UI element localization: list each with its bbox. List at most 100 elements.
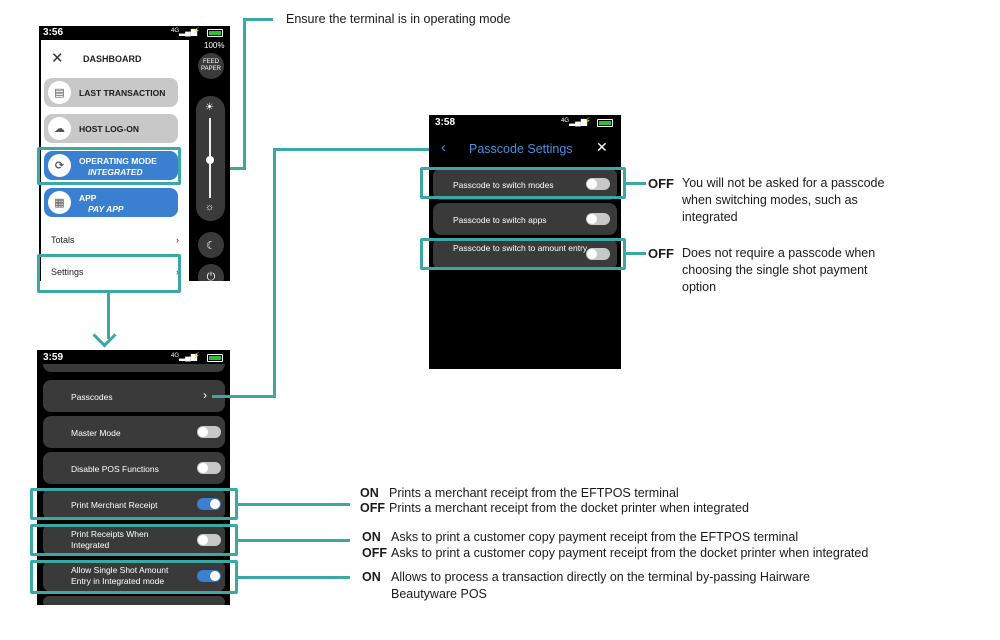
highlight-operating-mode xyxy=(37,147,181,185)
print-merchant-toggle[interactable] xyxy=(197,498,221,510)
last-transaction-label: LAST TRANSACTION xyxy=(79,88,166,98)
single-shot-row[interactable]: Allow Single Shot Amount Entry in Integr… xyxy=(43,560,225,592)
disable-pos-row[interactable]: Disable POS Functions xyxy=(43,452,225,484)
moon-icon: ☾ xyxy=(206,239,216,252)
master-mode-toggle[interactable] xyxy=(197,426,221,438)
passcode-settings-title: Passcode Settings xyxy=(469,142,573,156)
receipt-icon: ▤ xyxy=(48,81,71,104)
annot-switch-modes-text: You will not be asked for a passcode whe… xyxy=(682,176,885,224)
last-transaction-button[interactable]: ▤ LAST TRANSACTION xyxy=(44,78,178,107)
slider-thumb[interactable] xyxy=(206,156,214,164)
passcode-connector-v xyxy=(273,148,276,398)
night-mode-button[interactable]: ☾ xyxy=(198,232,224,258)
signal-text: 4G xyxy=(171,28,180,34)
app-button[interactable]: ▦ APP PAY APP xyxy=(44,188,178,217)
passcode-connector-top xyxy=(273,148,433,151)
single-connector-h xyxy=(238,576,350,579)
totals-row[interactable]: Totals › xyxy=(51,235,179,245)
arrow-down-line xyxy=(107,293,110,339)
signal-text: 4G xyxy=(171,353,180,359)
host-logon-button[interactable]: ☁ HOST LOG-ON xyxy=(44,114,178,143)
operating-mode-button[interactable]: ⟳ OPERATING MODE INTEGRATED xyxy=(44,151,178,180)
passcode-switch-modes-toggle[interactable] xyxy=(586,178,610,190)
annot-amount-entry: OFF xyxy=(648,245,674,263)
passcode-amount-entry-label: Passcode to switch to amount entry xyxy=(453,243,588,253)
back-chevron-icon[interactable]: ‹ xyxy=(441,139,446,156)
callout-line-top-v xyxy=(243,18,246,170)
annot-switch-modes-tag: OFF xyxy=(648,176,674,191)
dashboard-title: DASHBOARD xyxy=(83,54,142,64)
passcode-switch-apps-row[interactable]: Passcode to switch apps xyxy=(433,203,617,235)
side-controls: 100% FEED PAPER ☀ ☼ ☾ ⏻ xyxy=(191,40,230,281)
status-time: 3:59 xyxy=(43,352,64,363)
passcode-switch-apps-label: Passcode to switch apps xyxy=(453,215,547,225)
highlight-merchant xyxy=(30,488,238,520)
charging-icon: ⚡ xyxy=(584,116,592,127)
chevron-right-icon: › xyxy=(176,235,179,245)
brightness-slider[interactable]: ☀ ☼ xyxy=(196,96,225,221)
settings-top-partial-row xyxy=(43,364,225,372)
signal-text: 4G xyxy=(561,118,570,124)
receipts-connector-h xyxy=(238,539,350,542)
single-shot-label: Allow Single Shot Amount Entry in Integr… xyxy=(71,565,169,586)
status-time: 3:58 xyxy=(435,117,456,128)
battery-icon xyxy=(207,29,223,37)
master-mode-label: Master Mode xyxy=(71,428,121,438)
cloud-icon: ☁ xyxy=(48,117,71,140)
passcode-amount-entry-toggle[interactable] xyxy=(586,248,610,260)
charging-icon: ⚡ xyxy=(193,351,201,362)
dashboard-screen: 3:56 4G ▂▄▆ ⚡ ✕ DASHBOARD ▤ LAST TRANSAC… xyxy=(39,26,230,281)
master-mode-row[interactable]: Master Mode xyxy=(43,416,225,448)
print-merchant-label: Print Merchant Receipt xyxy=(71,500,158,510)
operating-mode-label: OPERATING MODE xyxy=(79,156,157,166)
close-icon[interactable]: ✕ xyxy=(51,50,64,67)
annot-merchant-off-text: Prints a merchant receipt from the docke… xyxy=(389,501,749,515)
feed-paper-button[interactable]: FEED PAPER xyxy=(198,53,224,79)
passcodes-row[interactable]: Passcodes › xyxy=(43,380,225,412)
status-time: 3:56 xyxy=(43,27,64,38)
annot-switch-modes: OFF xyxy=(648,175,908,193)
highlight-receipts xyxy=(30,524,238,556)
callout-line-top-h xyxy=(243,18,273,21)
annot-amount-entry-tag: OFF xyxy=(648,246,674,261)
power-icon: ⏻ xyxy=(206,270,216,282)
passcode-switch-modes-label: Passcode to switch modes xyxy=(453,180,554,190)
passcode-connector-h xyxy=(212,395,276,398)
annot-receipts-on-text: Asks to print a customer copy payment re… xyxy=(391,530,799,544)
feed-paper-label: FEED PAPER xyxy=(201,59,221,72)
highlight-switch-modes xyxy=(420,167,626,199)
settings-label: Settings xyxy=(51,267,84,277)
highlight-amount-entry xyxy=(420,238,626,270)
app-value: PAY APP xyxy=(88,204,124,214)
status-bar: 3:56 4G ▂▄▆ ⚡ xyxy=(39,26,230,40)
annot-receipts-off-tag: OFF xyxy=(362,546,387,560)
close-icon[interactable]: ✕ xyxy=(596,139,608,155)
top-callout-text: Ensure the terminal is in operating mode xyxy=(286,12,511,26)
status-bar: 3:59 4G ▂▄▆ ⚡ xyxy=(37,350,230,364)
settings-row[interactable]: Settings › xyxy=(51,267,179,277)
chevron-right-icon: › xyxy=(203,388,207,402)
chevron-right-icon: › xyxy=(176,267,179,277)
passcode-switch-modes-row[interactable]: Passcode to switch modes xyxy=(433,168,617,200)
print-receipts-row[interactable]: Print Receipts When Integrated xyxy=(43,524,225,556)
signal-icon: ▂▄▆ xyxy=(179,352,197,361)
print-merchant-row[interactable]: Print Merchant Receipt xyxy=(43,488,225,520)
dashboard-panel: ✕ DASHBOARD ▤ LAST TRANSACTION ☁ HOST LO… xyxy=(41,40,189,281)
annot-single-on-tag: ON xyxy=(362,570,381,584)
charging-icon: ⚡ xyxy=(193,26,201,37)
disable-pos-toggle[interactable] xyxy=(197,462,221,474)
passcode-switch-apps-toggle[interactable] xyxy=(586,213,610,225)
print-receipts-toggle[interactable] xyxy=(197,534,221,546)
passcodes-label: Passcodes xyxy=(71,392,113,402)
passcode-amount-entry-row[interactable]: Passcode to switch to amount entry xyxy=(433,238,617,270)
arrow-down-head xyxy=(92,323,117,348)
disable-pos-label: Disable POS Functions xyxy=(71,464,159,474)
signal-icon: ▂▄▆ xyxy=(569,117,587,126)
single-shot-toggle[interactable] xyxy=(197,570,221,582)
sun-icon: ☀ xyxy=(205,102,214,113)
amount-entry-connector xyxy=(626,252,646,255)
host-logon-label: HOST LOG-ON xyxy=(79,124,139,134)
power-button[interactable]: ⏻ xyxy=(198,264,224,281)
annot-merchant-on-tag: ON xyxy=(360,486,379,500)
status-bar: 3:58 4G ▂▄▆ ⚡ xyxy=(429,115,621,129)
